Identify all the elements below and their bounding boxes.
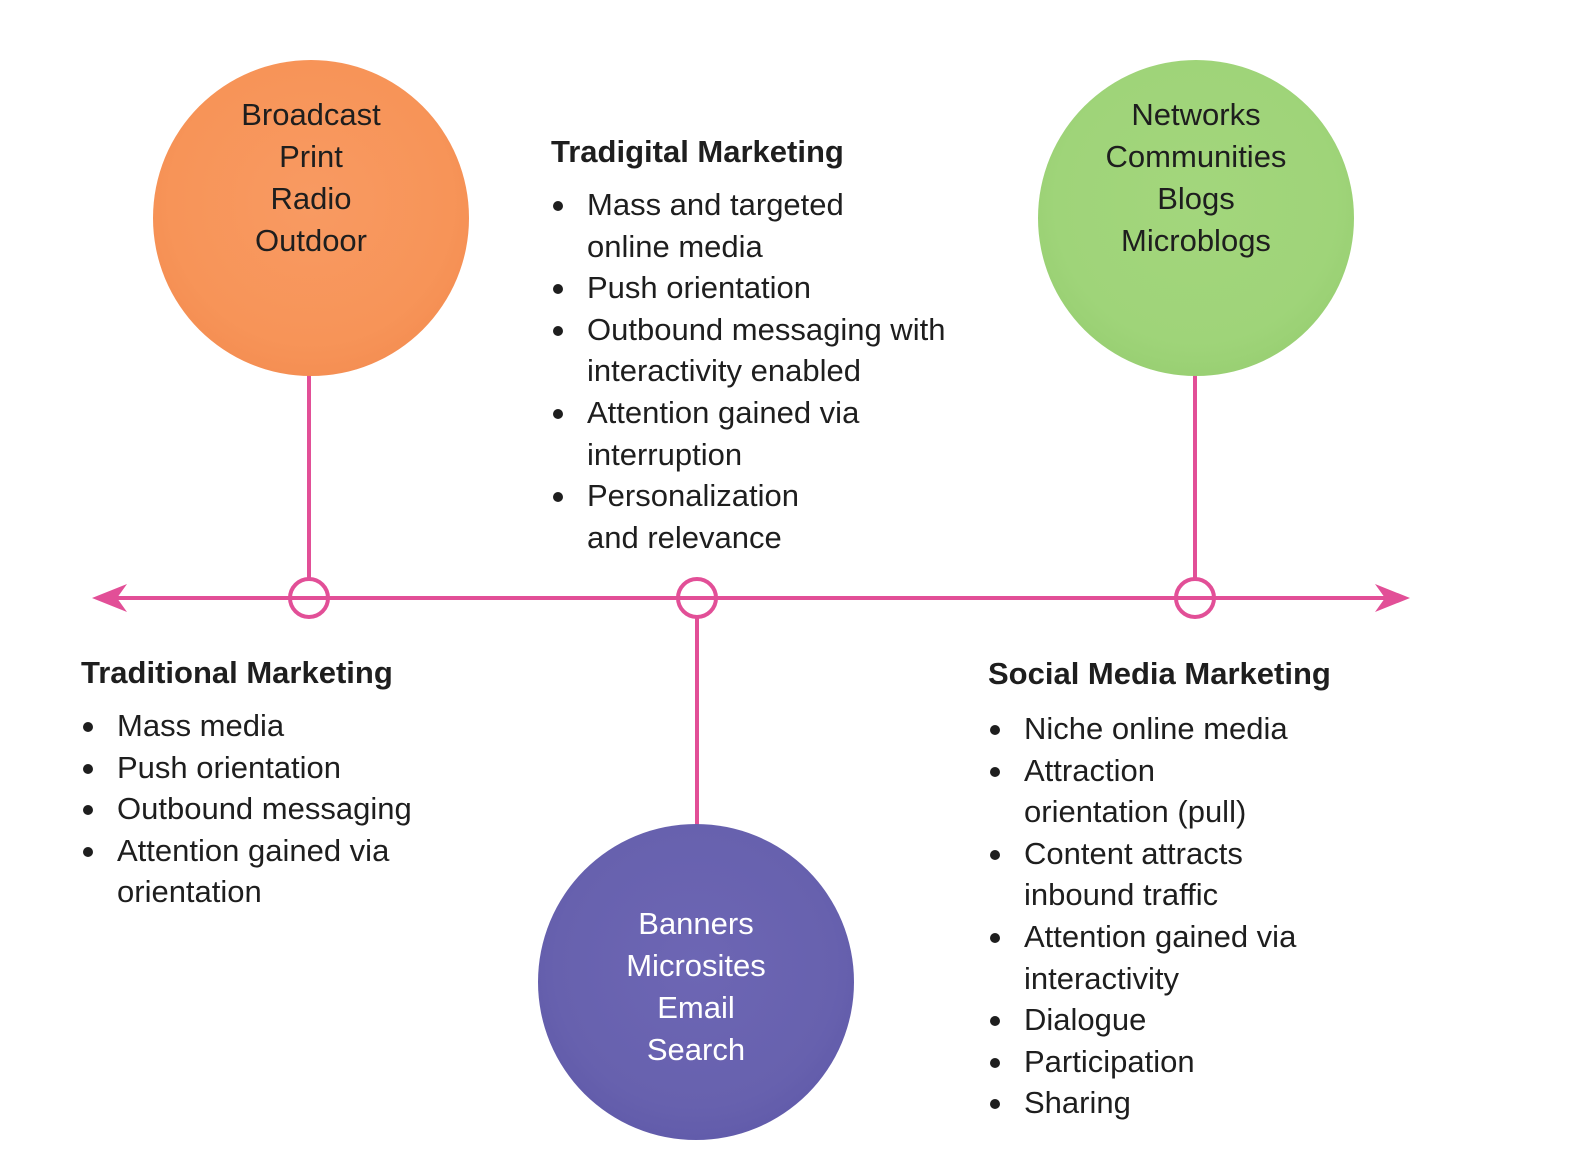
section-title: Social Media Marketing bbox=[988, 656, 1331, 691]
channel-label: Communities bbox=[1105, 139, 1287, 174]
list-item-text: Dialogue bbox=[1024, 1002, 1147, 1038]
channel-label: Search bbox=[646, 1032, 746, 1067]
bullet-list: Mass and targeted online media Push orien… bbox=[551, 184, 991, 558]
list-item: Personalization and relevance bbox=[551, 475, 991, 558]
list-item: Outbound messaging bbox=[81, 788, 481, 830]
channel-label: Blogs bbox=[1157, 181, 1235, 216]
bullet-list: Mass media Push orientation Outbound mes… bbox=[81, 705, 481, 913]
social-media-marketing-block: Social Media Marketing Niche online medi… bbox=[988, 656, 1408, 1124]
list-item-text: Niche online media bbox=[1024, 711, 1288, 746]
list-item: Attraction orientation (pull) bbox=[988, 750, 1408, 833]
channel-label: Banners bbox=[638, 906, 754, 941]
tradigital-marketing-block: Tradigital Marketing Mass and targeted on… bbox=[551, 134, 991, 558]
list-item: Sharing bbox=[988, 1082, 1408, 1124]
section-title: Traditional Marketing bbox=[81, 655, 393, 690]
list-item-text: orientation bbox=[117, 874, 262, 910]
timeline-node-tradigital bbox=[676, 577, 718, 619]
list-item-text: Mass and targeted bbox=[587, 187, 844, 222]
list-item-text: Personalization bbox=[587, 478, 799, 514]
bullet-list: Niche online media Attraction orientation… bbox=[988, 708, 1408, 1124]
list-item: Dialogue bbox=[988, 999, 1408, 1041]
list-item: Attention gained via interruption bbox=[551, 392, 991, 475]
timeline-node-traditional bbox=[288, 577, 330, 619]
list-item-text: Push orientation bbox=[117, 749, 342, 785]
channel-label: Print bbox=[279, 139, 343, 174]
list-item-text: Outbound messaging bbox=[117, 791, 412, 827]
channel-label: Email bbox=[657, 990, 735, 1025]
channel-label: Broadcast bbox=[241, 97, 381, 132]
list-item: Participation bbox=[988, 1041, 1408, 1083]
traditional-marketing-block: Traditional Marketing Mass media Push or… bbox=[81, 655, 481, 913]
list-item: Mass and targeted online media bbox=[551, 184, 991, 267]
list-item-text: online media bbox=[587, 228, 763, 264]
traditional-channels-bubble: Broadcast Print Radio Outdoor bbox=[153, 60, 469, 376]
arrow-right-icon bbox=[1375, 584, 1410, 612]
list-item: Mass media bbox=[81, 705, 481, 747]
tradigital-channels-bubble: Banners Microsites Email Search bbox=[538, 824, 854, 1140]
timeline-node-social bbox=[1174, 577, 1216, 619]
list-item-text: Attraction bbox=[1024, 752, 1155, 788]
channel-label: Radio bbox=[270, 181, 352, 216]
list-item-text: Outbound messaging with bbox=[587, 311, 946, 347]
list-item-text: Attention gained via bbox=[117, 832, 390, 868]
list-item: Niche online media bbox=[988, 708, 1408, 750]
channel-label: Microblogs bbox=[1121, 223, 1271, 258]
section-title: Tradigital Marketing bbox=[551, 134, 844, 169]
list-item-text: interactivity bbox=[1024, 960, 1180, 996]
list-item: Push orientation bbox=[551, 267, 991, 309]
list-item: Outbound messaging with interactivity ena… bbox=[551, 309, 991, 392]
list-item-text: interactivity enabled bbox=[587, 353, 861, 389]
list-item-text: Sharing bbox=[1024, 1085, 1131, 1121]
list-item-text: inbound traffic bbox=[1024, 877, 1219, 913]
list-item-text: Mass media bbox=[117, 708, 285, 743]
channel-label: Networks bbox=[1131, 97, 1261, 132]
social-channels-bubble: Networks Communities Blogs Microblogs bbox=[1038, 60, 1354, 376]
list-item: Attention gained via orientation bbox=[81, 830, 481, 913]
list-item-text: Push orientation bbox=[587, 270, 812, 306]
list-item-text: interruption bbox=[587, 436, 743, 472]
list-item-text: Participation bbox=[1024, 1043, 1195, 1079]
list-item-text: Attention gained via bbox=[587, 394, 860, 430]
list-item-text: Attention gained via bbox=[1024, 918, 1297, 954]
list-item-text: and relevance bbox=[587, 519, 782, 555]
channel-label: Outdoor bbox=[254, 223, 367, 258]
list-item: Push orientation bbox=[81, 747, 481, 789]
list-item-text: Content attracts bbox=[1024, 835, 1243, 871]
arrow-left-icon bbox=[92, 584, 127, 612]
list-item: Attention gained via interactivity bbox=[988, 916, 1408, 999]
list-item: Content attracts inbound traffic bbox=[988, 833, 1408, 916]
list-item-text: orientation (pull) bbox=[1024, 794, 1247, 830]
channel-label: Microsites bbox=[626, 948, 766, 983]
